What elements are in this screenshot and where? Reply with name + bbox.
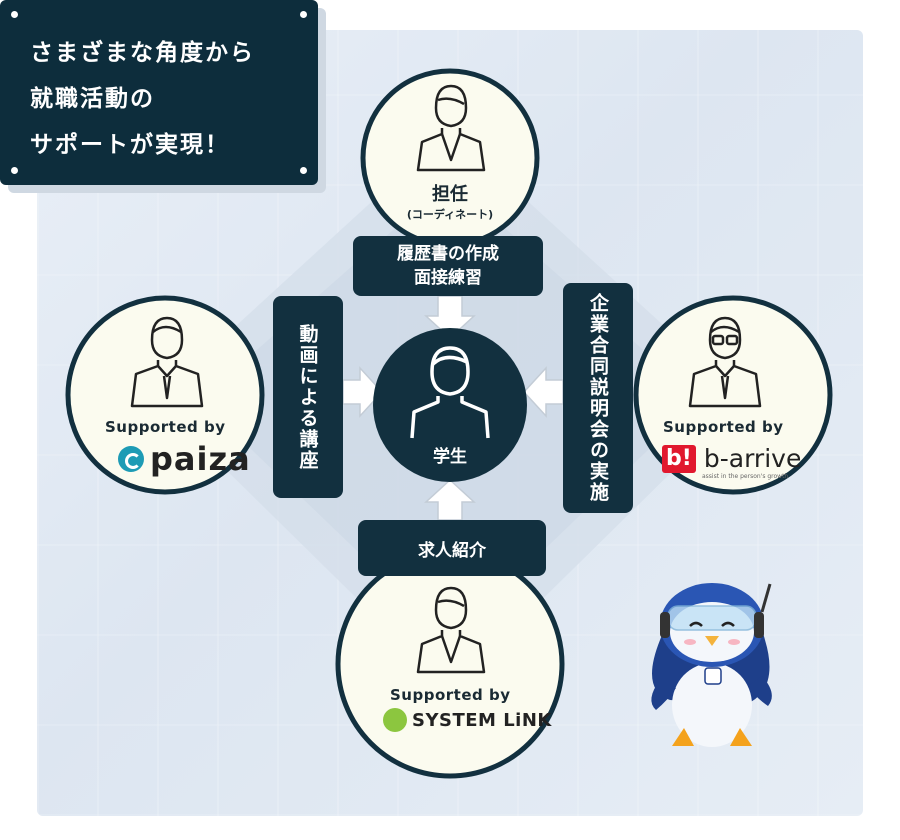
arrow-right — [342, 366, 384, 418]
node-center — [373, 328, 527, 482]
arrow-down — [424, 295, 476, 340]
corner-dot — [300, 167, 307, 174]
arrow-left — [522, 366, 564, 418]
corner-dot — [300, 11, 307, 18]
person-icon-right — [688, 316, 762, 408]
systemlink-logo: SYSTEM LiNK — [383, 708, 552, 732]
barrive-logo-mark: b! — [662, 445, 696, 473]
top-node-title: 担任 — [432, 184, 468, 205]
label-top-line-1: 履歴書の作成 — [397, 244, 499, 264]
label-left: 動画による講座 — [273, 296, 343, 498]
systemlink-logo-word: SYSTEM LiNK — [412, 709, 552, 731]
label-top-line-2: 面接練習 — [414, 268, 482, 288]
mascot-penguin-icon — [651, 583, 772, 747]
label-right: 企業合同説明会の実施 — [563, 283, 633, 513]
headline-box: さまざまな角度から 就職活動の サポートが実現！ — [0, 0, 318, 185]
node-bottom — [335, 549, 565, 779]
arrow-up — [424, 478, 476, 521]
label-top: 履歴書の作成 面接練習 — [353, 236, 543, 296]
arrows — [342, 295, 564, 521]
left-supported-by: Supported by — [105, 418, 226, 436]
barrive-logo: b! b-arrive assist in the person's growt… — [662, 444, 802, 480]
barrive-logo-word: b-arrive — [703, 444, 802, 473]
node-right — [633, 295, 833, 495]
paiza-logo-mark — [118, 446, 144, 472]
systemlink-logo-mark — [383, 708, 407, 732]
person-icon-center — [410, 346, 490, 439]
person-icon-bottom — [416, 586, 486, 674]
person-icon-left — [130, 316, 204, 408]
barrive-logo-tagline: assist in the person's growth — [702, 473, 789, 480]
label-bottom: 求人紹介 — [358, 520, 546, 576]
headline-line-2: 就職活動の — [30, 86, 155, 112]
headline-line-3: サポートが実現！ — [30, 132, 230, 158]
corner-dot — [11, 167, 18, 174]
bottom-supported-by: Supported by — [390, 686, 511, 704]
top-node-subtitle: (コーディネート) — [406, 208, 494, 221]
node-left — [65, 295, 265, 495]
paiza-logo-word: paiza — [150, 440, 251, 478]
paiza-logo: paiza — [118, 440, 251, 478]
headline-line-1: さまざまな角度から — [30, 40, 255, 66]
right-supported-by: Supported by — [663, 418, 784, 436]
person-icon-top — [416, 84, 486, 172]
center-node-label: 学生 — [433, 447, 467, 467]
corner-dot — [11, 11, 18, 18]
